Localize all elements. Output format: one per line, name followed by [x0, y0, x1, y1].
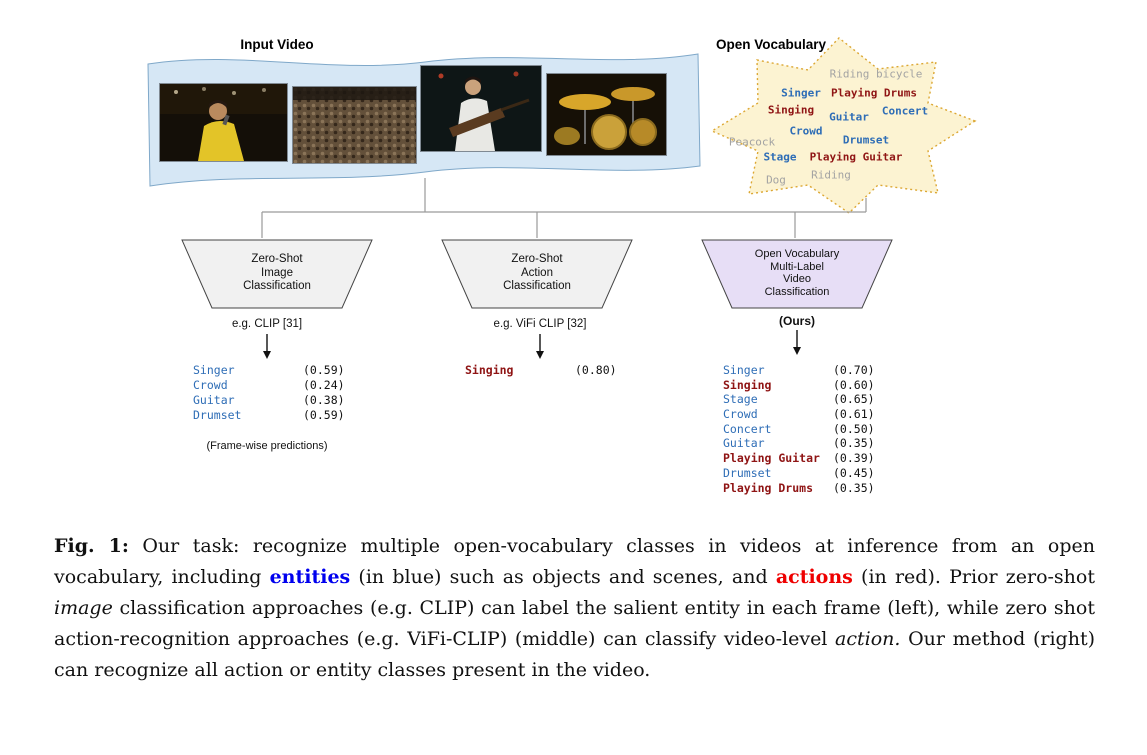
prediction-label: Singer — [723, 363, 765, 377]
prediction-score: (0.45) — [833, 466, 875, 480]
prediction-row: Crowd (0.61) — [723, 407, 875, 421]
video-frame-guitarist — [421, 66, 541, 151]
prediction-row: Guitar (0.38) — [193, 393, 345, 407]
prediction-row: Drumset (0.45) — [723, 466, 875, 480]
box-label-video-classification: Open Vocabulary Multi-Label Video Classi… — [754, 248, 840, 298]
prediction-score: (0.50) — [833, 422, 875, 436]
prediction-label: Crowd — [193, 378, 228, 392]
prediction-label: Concert — [723, 422, 772, 436]
prediction-score: (0.59) — [303, 408, 345, 422]
prediction-row: Concert (0.50) — [723, 422, 875, 436]
prediction-label: Drumset — [193, 408, 242, 422]
prediction-row: Guitar (0.35) — [723, 436, 875, 450]
vocab-word: Riding bicycle — [829, 67, 923, 81]
vocab-word: Singer — [781, 86, 821, 100]
caption-text: image — [54, 597, 113, 619]
method-label-clip: e.g. CLIP [31] — [231, 318, 303, 330]
prediction-row: Singing (0.80) — [465, 363, 617, 377]
prediction-label: Playing Guitar — [723, 451, 820, 465]
prediction-row: Singer (0.59) — [193, 363, 345, 377]
prediction-label: Crowd — [723, 407, 758, 421]
video-frame-drums — [547, 74, 666, 155]
vocab-word: Playing Guitar — [809, 150, 903, 164]
prediction-score: (0.70) — [833, 363, 875, 377]
prediction-score: (0.59) — [303, 363, 345, 377]
box-open-vocab-video-classification — [701, 239, 893, 309]
down-arrow-icon — [536, 334, 544, 359]
starburst-shape — [710, 37, 977, 214]
vocab-word: Riding — [811, 168, 851, 182]
connector-lines — [261, 178, 867, 238]
vocab-word: Guitar — [829, 110, 869, 124]
prediction-label: Drumset — [723, 466, 772, 480]
vocab-word: Playing Drums — [830, 86, 918, 100]
prediction-row: Singer (0.70) — [723, 363, 875, 377]
vocab-word: Drumset — [842, 133, 890, 147]
video-frame-crowd — [293, 87, 416, 163]
prediction-row: Crowd (0.24) — [193, 378, 345, 392]
caption-entities-word: entities — [269, 566, 351, 588]
prediction-score: (0.65) — [833, 392, 875, 406]
vocab-word: Concert — [881, 104, 929, 118]
prediction-row: Stage (0.65) — [723, 392, 875, 406]
caption-fig-label: Fig. 1: — [54, 535, 129, 557]
box-label-image-classification: Zero-Shot Image Classification — [243, 253, 311, 292]
prediction-row: Playing Guitar (0.39) — [723, 451, 875, 465]
prediction-score: (0.35) — [833, 481, 875, 495]
prediction-score: (0.35) — [833, 436, 875, 450]
vocab-word: Peacock — [728, 135, 776, 149]
prediction-score: (0.60) — [833, 378, 875, 392]
prediction-score: (0.80) — [575, 363, 617, 377]
prediction-label: Stage — [723, 392, 758, 406]
vocab-word: Dog — [766, 173, 786, 187]
caption-text: action. — [835, 628, 901, 650]
prediction-score: (0.24) — [303, 378, 345, 392]
prediction-score: (0.61) — [833, 407, 875, 421]
prediction-label: Singer — [193, 363, 235, 377]
vocab-word: Stage — [763, 150, 797, 164]
prediction-score: (0.39) — [833, 451, 875, 465]
prediction-label: Singing — [723, 378, 772, 392]
prediction-row: Singing (0.60) — [723, 378, 875, 392]
input-video-title: Input Video — [240, 37, 314, 52]
caption-text: Our task: recognize multiple open-vocabu… — [54, 535, 1095, 588]
vocab-word: Crowd — [789, 124, 823, 138]
box-zero-shot-action-classification — [441, 239, 633, 309]
box-label-action-classification: Zero-Shot Action Classification — [503, 253, 571, 292]
figure-caption: Fig. 1: Our task: recognize multiple ope… — [54, 531, 1095, 686]
caption-text: classification approaches (e.g. CLIP) ca… — [54, 597, 1095, 650]
vocab-word: Singing — [767, 103, 815, 117]
box-zero-shot-image-classification — [181, 239, 373, 309]
prediction-label: Guitar — [193, 393, 235, 407]
prediction-row: Playing Drums (0.35) — [723, 481, 875, 495]
caption-text: Our method (right) can recognize all act… — [54, 628, 1095, 681]
down-arrow-icon — [793, 330, 801, 355]
prediction-row: Drumset (0.59) — [193, 408, 345, 422]
prediction-score: (0.38) — [303, 393, 345, 407]
prediction-label: Playing Drums — [723, 481, 814, 495]
method-label-ours: (Ours) — [779, 314, 815, 328]
down-arrow-icon — [263, 334, 271, 359]
prediction-label: Singing — [465, 363, 514, 377]
video-frame-singer — [160, 84, 287, 161]
caption-text: (in blue) such as objects and scenes, an… — [350, 566, 776, 588]
framewise-note: (Frame-wise predictions) — [206, 440, 328, 452]
method-label-vificlip: e.g. ViFi CLIP [32] — [493, 318, 587, 330]
caption-text: (in red). Prior zero-shot — [852, 566, 1095, 588]
prediction-label: Guitar — [723, 436, 765, 450]
open-vocabulary-title: Open Vocabulary — [715, 37, 827, 52]
caption-actions-word: actions — [775, 566, 853, 588]
